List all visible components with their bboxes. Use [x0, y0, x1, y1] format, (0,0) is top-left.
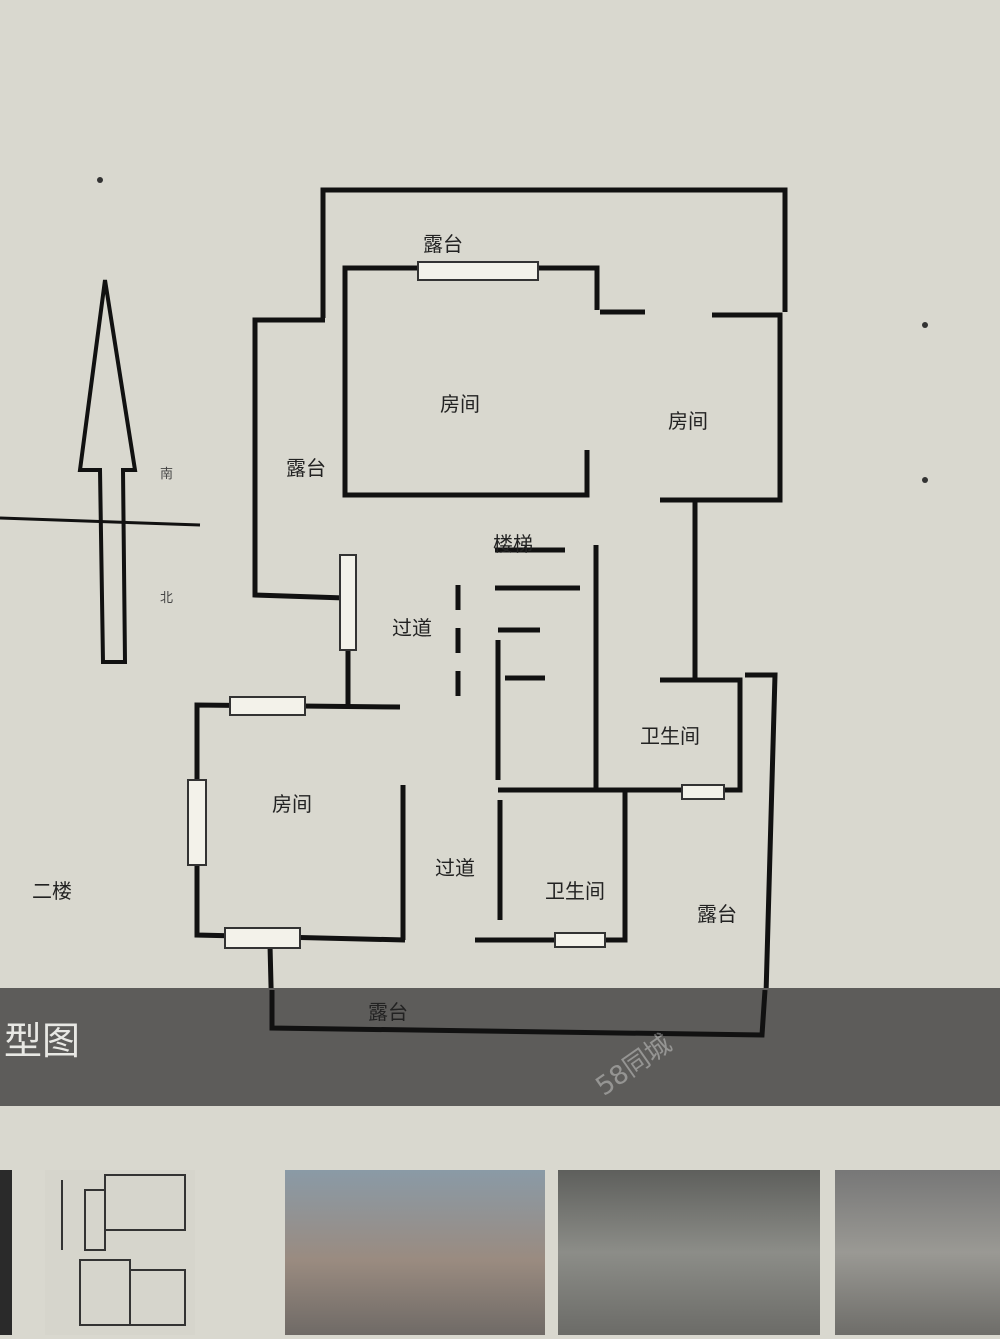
room-label-stairs: 楼梯 [493, 532, 533, 556]
room-label-bathroom-1: 卫生间 [640, 724, 700, 748]
room-label-terrace-top: 露台 [423, 232, 463, 256]
floor-label: 二楼 [32, 879, 72, 903]
thumbnail-photo-1[interactable] [285, 1170, 545, 1335]
room-label-room-top: 房间 [440, 392, 480, 416]
thumbnail-photo-3[interactable] [835, 1170, 1000, 1335]
room-label-hallway-2: 过道 [435, 856, 475, 880]
thumbnail-strip [0, 1150, 1000, 1335]
room-label-room-lower: 房间 [272, 792, 312, 816]
room-label-terrace-right: 露台 [697, 902, 737, 926]
thumbnail-floor-plan[interactable] [45, 1170, 195, 1335]
room-label-room-right: 房间 [668, 409, 708, 433]
gallery-header-band [0, 988, 1000, 1106]
compass-north: 北 [160, 591, 174, 606]
thumbnail-selected-indicator [0, 1170, 12, 1335]
gallery-section-title: 户型图 [0, 1019, 81, 1063]
room-label-terrace-left: 露台 [286, 456, 326, 480]
room-label-terrace-bottom: 露台 [368, 1000, 408, 1024]
room-label-hallway-1: 过道 [392, 616, 432, 640]
room-label-bathroom-2: 卫生间 [545, 879, 605, 903]
compass-south: 南 [160, 467, 174, 482]
thumbnail-photo-2[interactable] [558, 1170, 820, 1335]
